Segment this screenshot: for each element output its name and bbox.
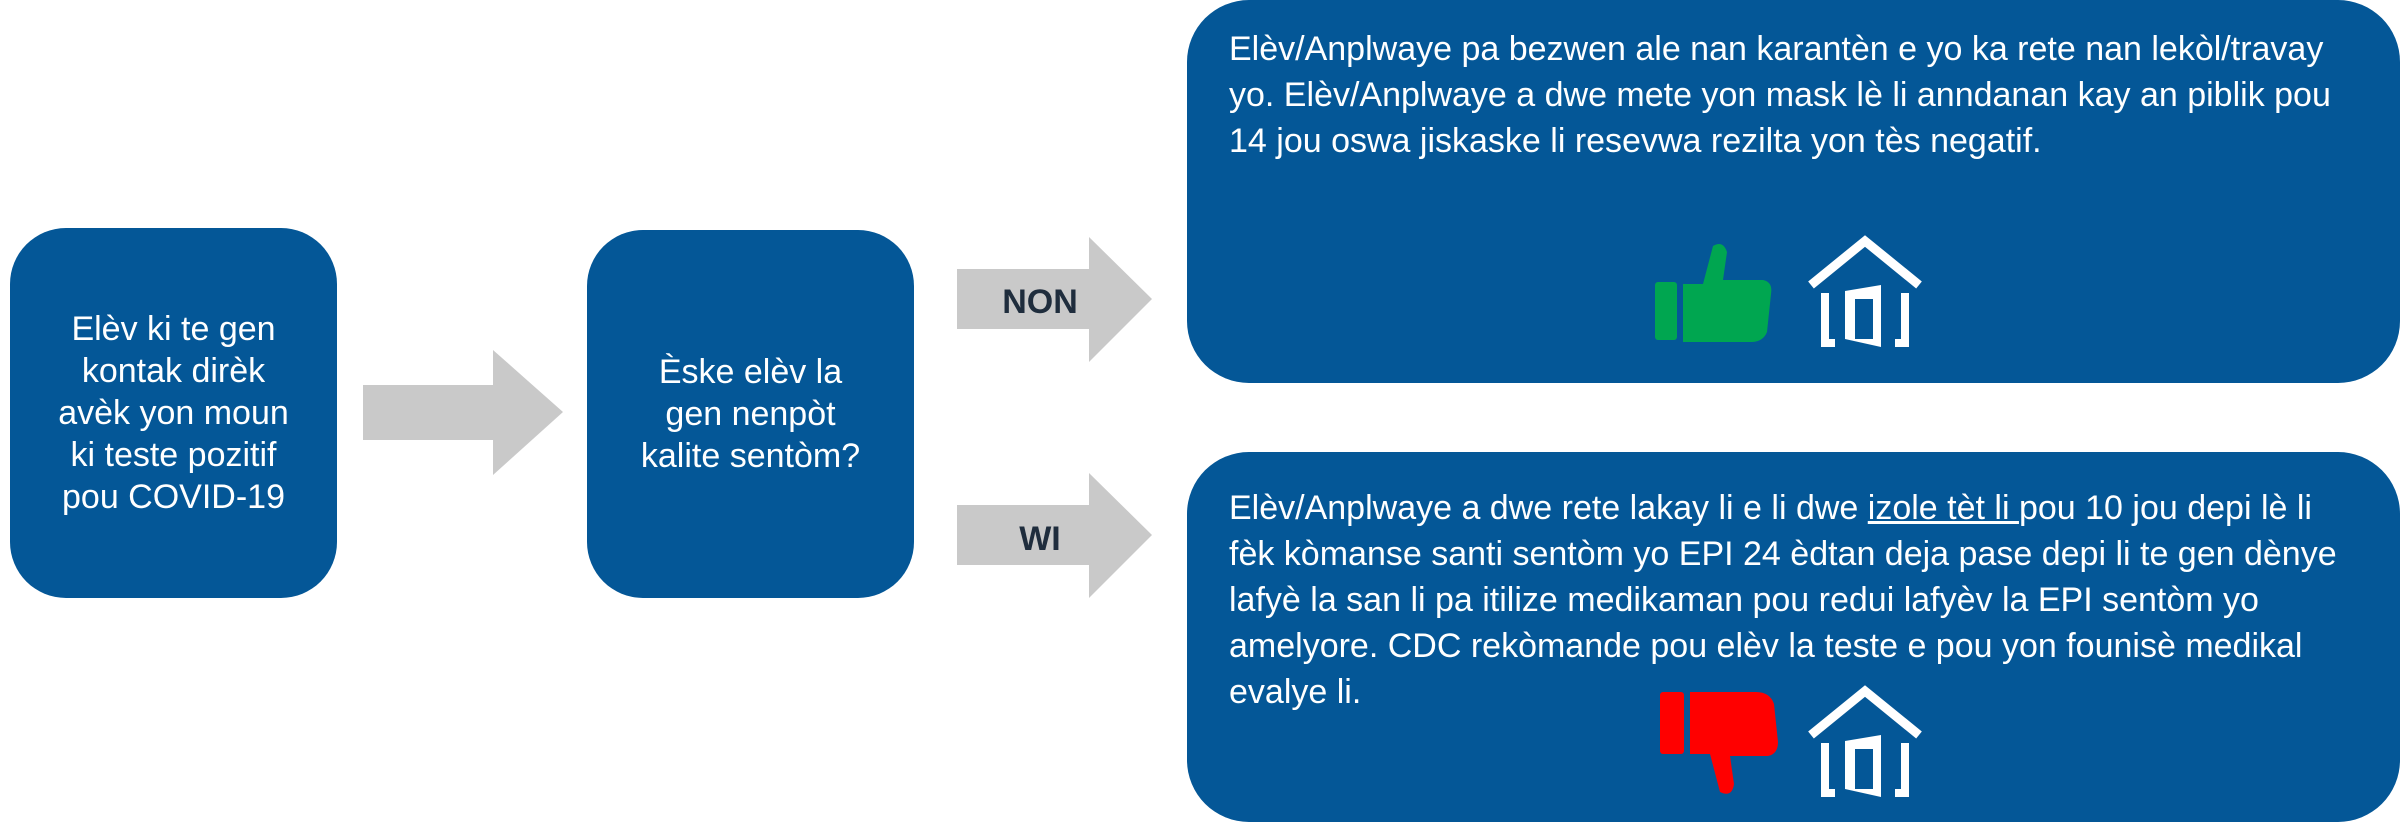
- thumbs-down-icon: [1660, 692, 1778, 794]
- house-door-icon: [1808, 685, 1922, 797]
- arrow-start-to-question: [363, 350, 563, 475]
- arrow-wi: [957, 473, 1152, 598]
- result-no-symptoms-text: Elèv/Anplwaye pa bezwen ale nan karantèn…: [1229, 30, 2331, 160]
- question-box-text: Èske elèv la gen nenpòt kalite sentòm?: [640, 353, 861, 475]
- house-door-icon: [1808, 235, 1922, 347]
- result-no-symptoms-box: Elèv/Anplwaye pa bezwen ale nan karantèn…: [1187, 0, 2400, 383]
- isolate-link-text: izole tèt li: [1867, 489, 2019, 527]
- thumbs-up-icon: [1655, 244, 1772, 342]
- label-non: NON: [1002, 283, 1078, 321]
- result-symptoms-box: Elèv/Anplwaye a dwe rete lakay li e li d…: [1187, 452, 2400, 822]
- arrow-non: [957, 237, 1152, 362]
- start-box-text: Elèv ki te gen kontak dirèk avèk yon mou…: [58, 310, 289, 516]
- start-box: Elèv ki te gen kontak dirèk avèk yon mou…: [10, 228, 337, 598]
- question-box: Èske elèv la gen nenpòt kalite sentòm?: [587, 230, 914, 598]
- result-symptoms-text: Elèv/Anplwaye a dwe rete lakay li e li d…: [1229, 489, 2337, 711]
- label-wi: WI: [1019, 520, 1061, 558]
